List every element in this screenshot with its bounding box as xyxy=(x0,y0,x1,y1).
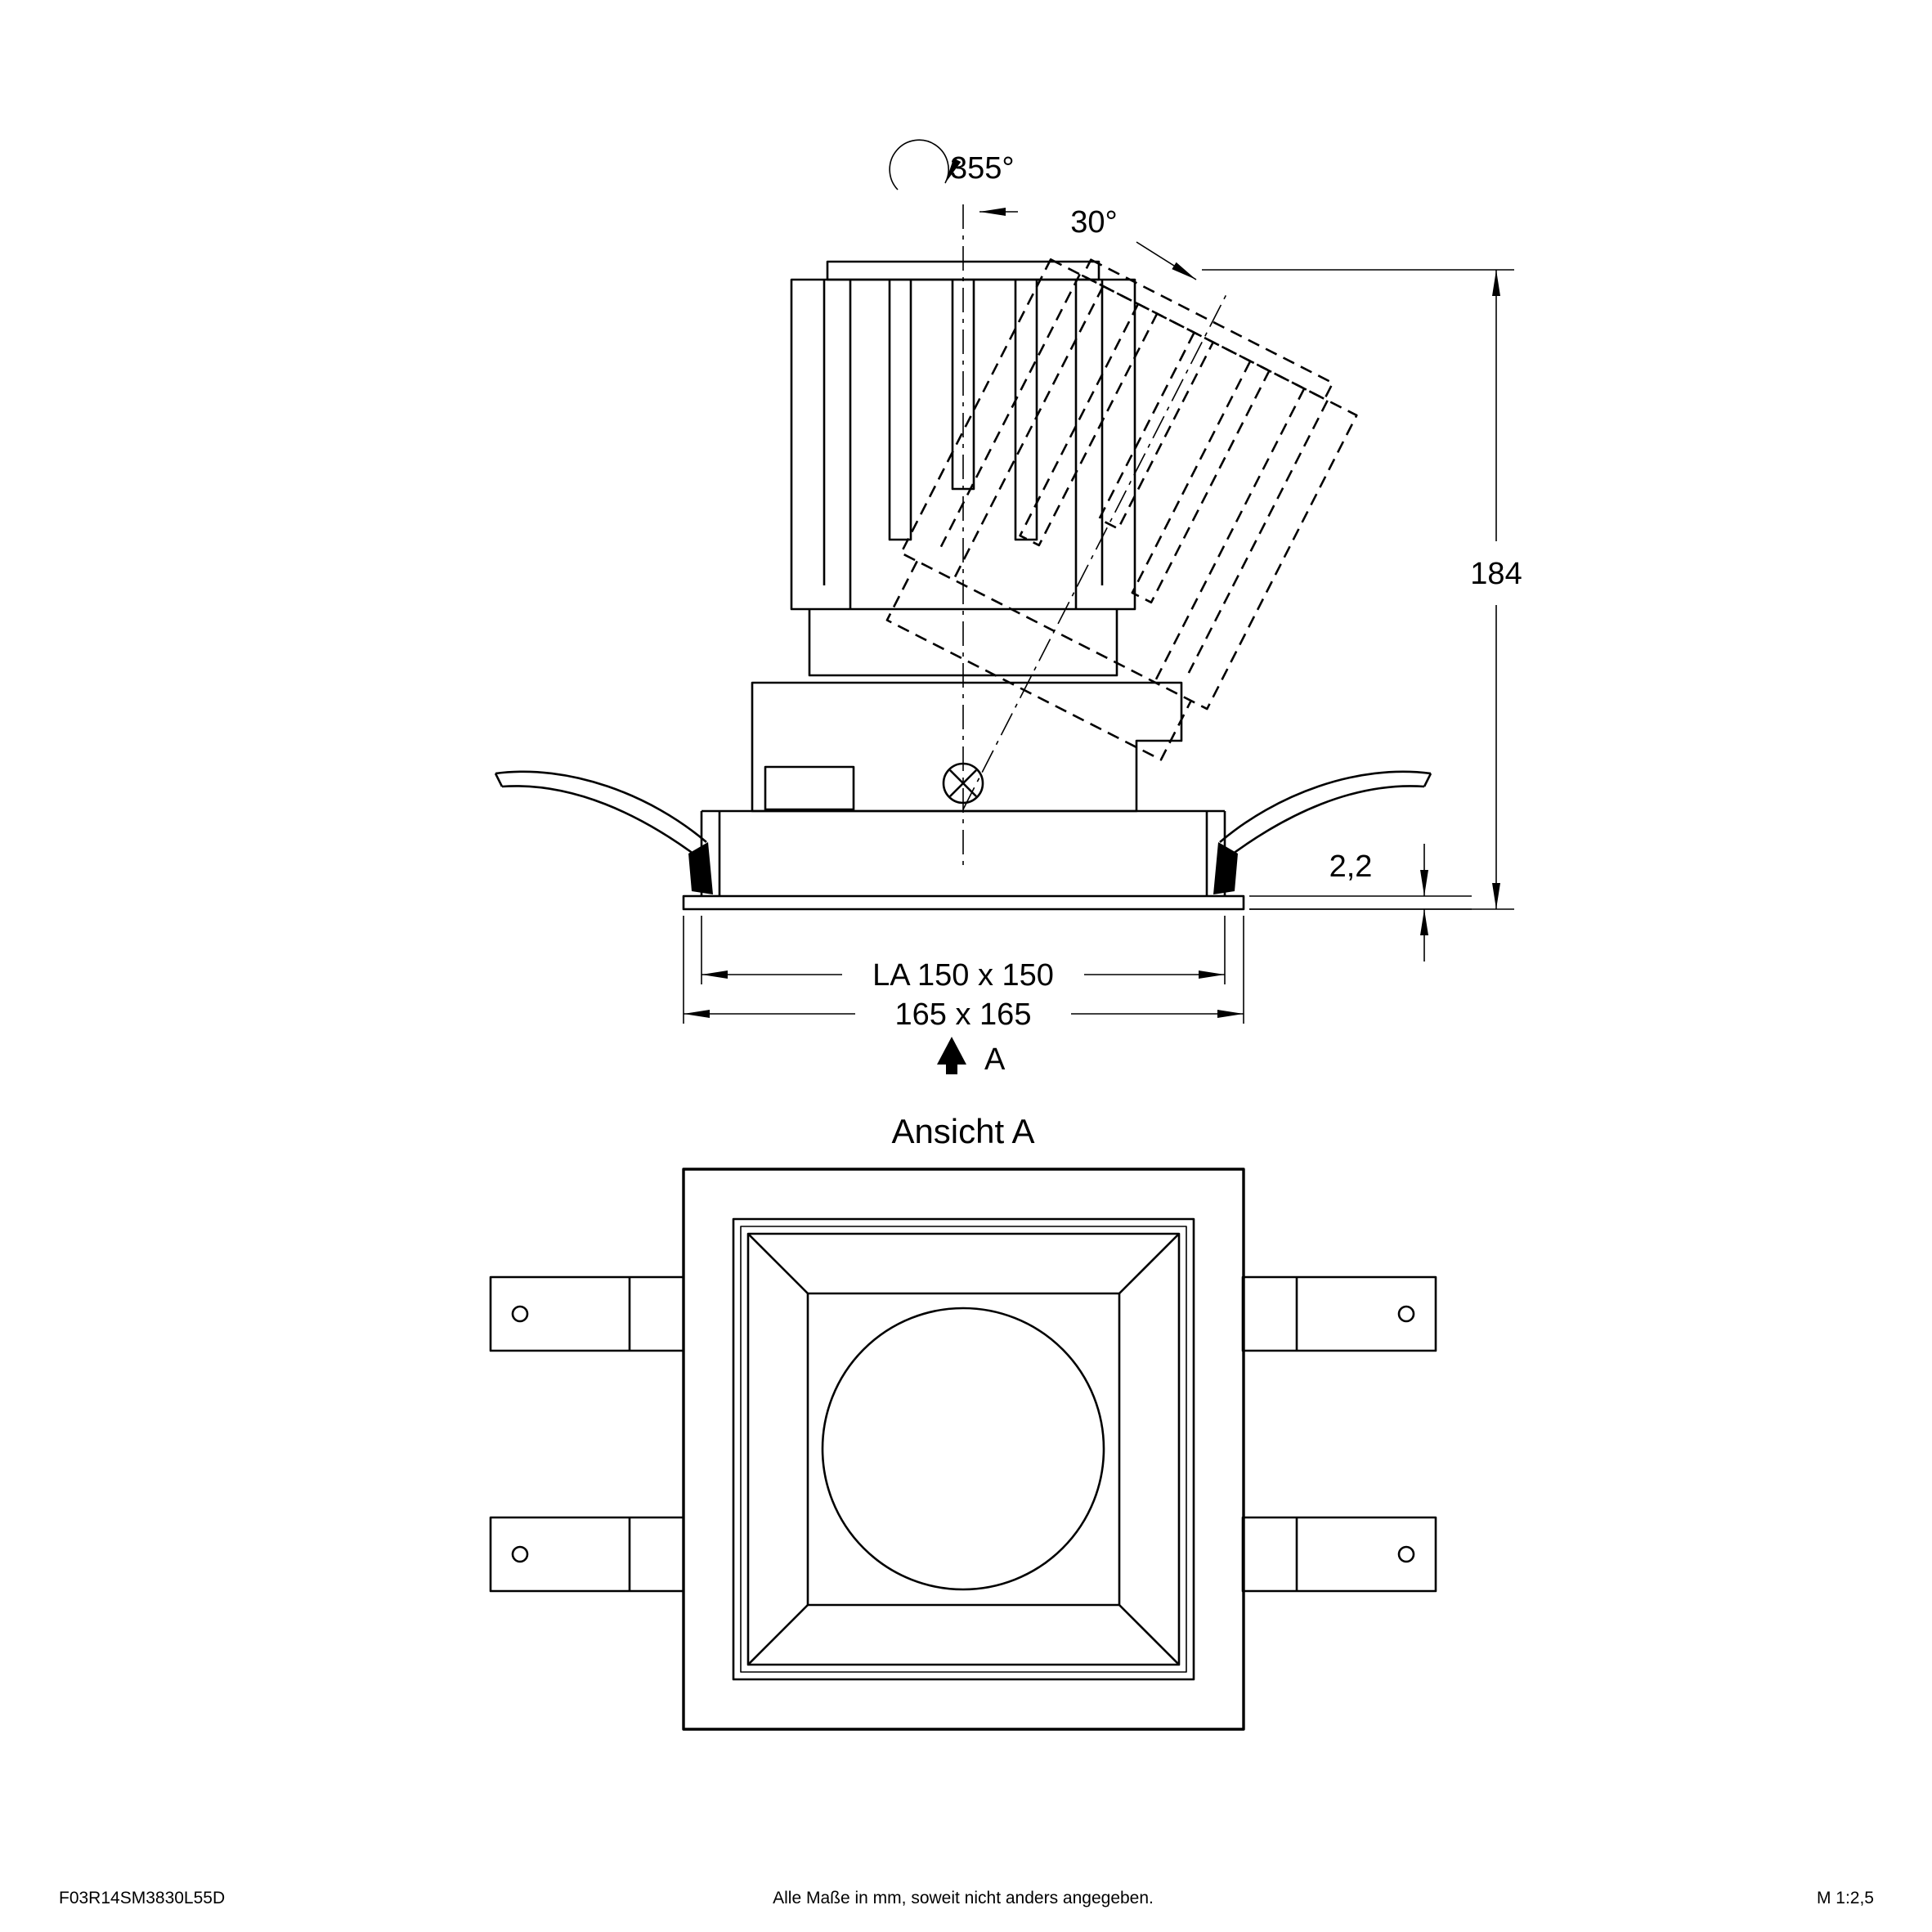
dimension-note: Alle Maße in mm, soweit nicht anders ang… xyxy=(773,1889,1154,1907)
rotation-annotation: 355° xyxy=(889,139,1018,216)
dim-flange-2-2: 2,2 xyxy=(1249,844,1472,962)
front-view-title: Ansicht A xyxy=(891,1112,1034,1150)
dim-overall-165: 165 x 165 xyxy=(683,916,1244,1032)
article-code: F03R14SM3830L55D xyxy=(59,1889,225,1907)
view-direction-marker: A xyxy=(937,1037,1006,1077)
rotation-label: 355° xyxy=(950,151,1015,186)
footer: F03R14SM3830L55D Alle Maße in mm, soweit… xyxy=(59,1889,1874,1907)
front-view: Ansicht A xyxy=(489,1112,1437,1731)
dim-cutout-la150: LA 150 x 150 xyxy=(701,916,1226,993)
height-dim-label: 184 xyxy=(1470,557,1522,591)
gimbal-yoke xyxy=(751,681,1183,813)
bracket-right-top xyxy=(1241,1275,1437,1352)
spring-clip-right xyxy=(1212,770,1432,896)
side-view: 355° 30° xyxy=(494,139,1522,1077)
view-arrow-icon xyxy=(937,1037,966,1065)
view-marker-label: A xyxy=(984,1042,1006,1077)
flange-thickness-label: 2,2 xyxy=(1329,849,1373,884)
dim-height-184: 184 xyxy=(1202,269,1522,910)
outer-frame xyxy=(682,1168,1245,1731)
recessed-housing xyxy=(682,809,1245,911)
bracket-left-bottom xyxy=(489,1516,685,1593)
tilt-annotation: 30° xyxy=(1070,205,1197,280)
reflector-taper xyxy=(747,1233,1180,1665)
rotation-arc-arrow-icon xyxy=(889,139,962,191)
overall-dim-label: 165 x 165 xyxy=(895,997,1032,1032)
bracket-left-top xyxy=(489,1275,685,1352)
lens-circle xyxy=(821,1307,1105,1591)
tilted-axis xyxy=(962,294,1227,810)
screw-icon xyxy=(942,762,984,805)
trim-flange xyxy=(682,894,1245,911)
tilt-leader-arrow-icon xyxy=(1136,241,1197,280)
spring-clip-left xyxy=(494,770,715,896)
bracket-right-bottom xyxy=(1241,1516,1437,1593)
cutout-dim-label: LA 150 x 150 xyxy=(872,958,1054,993)
scale-label: M 1:2,5 xyxy=(1817,1889,1874,1907)
tilt-label: 30° xyxy=(1070,205,1117,240)
